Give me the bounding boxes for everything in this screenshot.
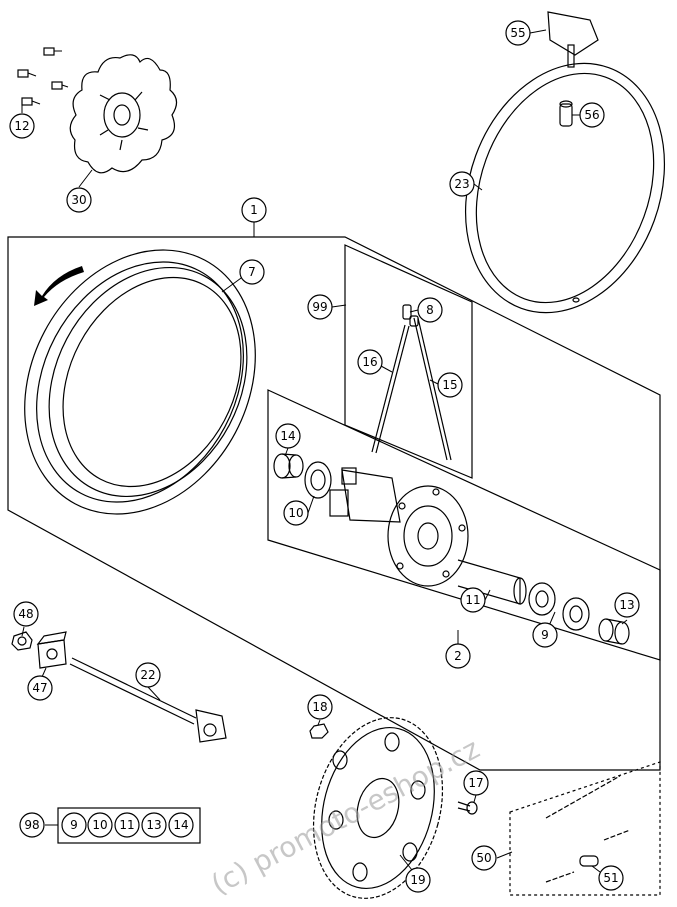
callout-17-label: 17 [468,776,483,790]
callout-11: 11 [460,587,486,613]
callout-15-label: 15 [442,378,457,392]
callout-50-label: 50 [476,851,491,865]
set-98-item: 13 [141,812,167,838]
set-98-item-label: 13 [146,818,161,832]
callout-1-label: 1 [250,203,258,217]
callout-56-label: 56 [584,108,599,122]
rim-band [464,62,666,314]
callout-17: 17 [463,770,489,796]
callout-13-label: 13 [619,598,634,612]
rim-lock-nut [559,100,573,127]
callout-12-label: 12 [14,119,29,133]
callout-30-label: 30 [71,193,86,207]
axle [69,657,227,743]
callout-55: 55 [505,20,531,46]
callout-50: 50 [471,845,497,871]
callout-98: 98 [19,812,45,838]
callout-55-label: 55 [510,26,525,40]
callout-16-label: 16 [362,355,377,369]
master-link [579,855,599,867]
hub-sleeve-11 [457,559,527,605]
spokes [371,304,452,461]
callout-48: 48 [13,601,39,627]
set-98-item: 9 [61,812,87,838]
spokes-frame [344,244,473,479]
callout-23: 23 [449,171,475,197]
callout-2-label: 2 [454,649,462,663]
set-98-box [57,807,201,844]
hub-spacer-14 [273,453,304,479]
callout-8-label: 8 [426,303,434,317]
watermark: (c) promoto-eshop.cz [206,732,485,901]
callout-51-label: 51 [603,871,618,885]
callout-9: 9 [532,622,558,648]
hub-frame [267,389,661,661]
callout-14: 14 [275,423,301,449]
callout-13: 13 [614,592,640,618]
callout-23-label: 23 [454,177,469,191]
callout-8: 8 [417,297,443,323]
set-98-item: 14 [168,812,194,838]
set-98-item: 10 [87,812,113,838]
callout-19: 19 [405,867,431,893]
callout-99: 99 [307,294,333,320]
set-98-item-label: 14 [173,818,188,832]
axle-nut [11,631,33,651]
callout-18-label: 18 [312,700,327,714]
callout-10-label: 10 [288,506,303,520]
callout-48-label: 48 [18,607,33,621]
hub-body [329,467,469,587]
callout-15: 15 [437,372,463,398]
disc-bolts [17,47,69,106]
sprocket-nut [309,723,329,739]
rim-lock [547,11,599,68]
callout-7-label: 7 [248,265,256,279]
callout-47-label: 47 [32,681,47,695]
callout-16: 16 [357,349,383,375]
callout-9-label: 9 [541,628,549,642]
bearing-9b [562,597,590,631]
chain-frame [509,761,661,896]
callout-22-label: 22 [140,668,155,682]
callout-1: 1 [241,197,267,223]
callout-2: 2 [445,643,471,669]
rotation-arrow [34,266,84,306]
sprocket-bolt [457,801,478,815]
callout-99-label: 99 [312,300,327,314]
callout-56: 56 [579,102,605,128]
callout-19-label: 19 [410,873,425,887]
chain [545,775,631,883]
callout-51: 51 [598,865,624,891]
set-98-item-label: 11 [119,818,134,832]
bearing-10 [304,461,332,499]
callout-11-label: 11 [465,593,480,607]
bearing-9a [528,582,556,616]
set-98-item-label: 10 [92,818,107,832]
hub-spacer-13 [598,618,630,645]
callout-18: 18 [307,694,333,720]
chain-adjuster [36,631,67,669]
wheel-assembly-frame [7,236,661,771]
callout-47: 47 [27,675,53,701]
rim [24,249,256,515]
callout-10: 10 [283,500,309,526]
callout-12: 12 [9,113,35,139]
callout-14-label: 14 [280,429,295,443]
callout-98-label: 98 [24,818,39,832]
sprocket [312,717,444,899]
callout-22: 22 [135,662,161,688]
callout-30: 30 [66,187,92,213]
callout-7: 7 [239,259,265,285]
set-98-item-label: 9 [70,818,78,832]
set-98-item: 11 [114,812,140,838]
leader-lines [21,29,628,873]
brake-disc [69,54,178,174]
